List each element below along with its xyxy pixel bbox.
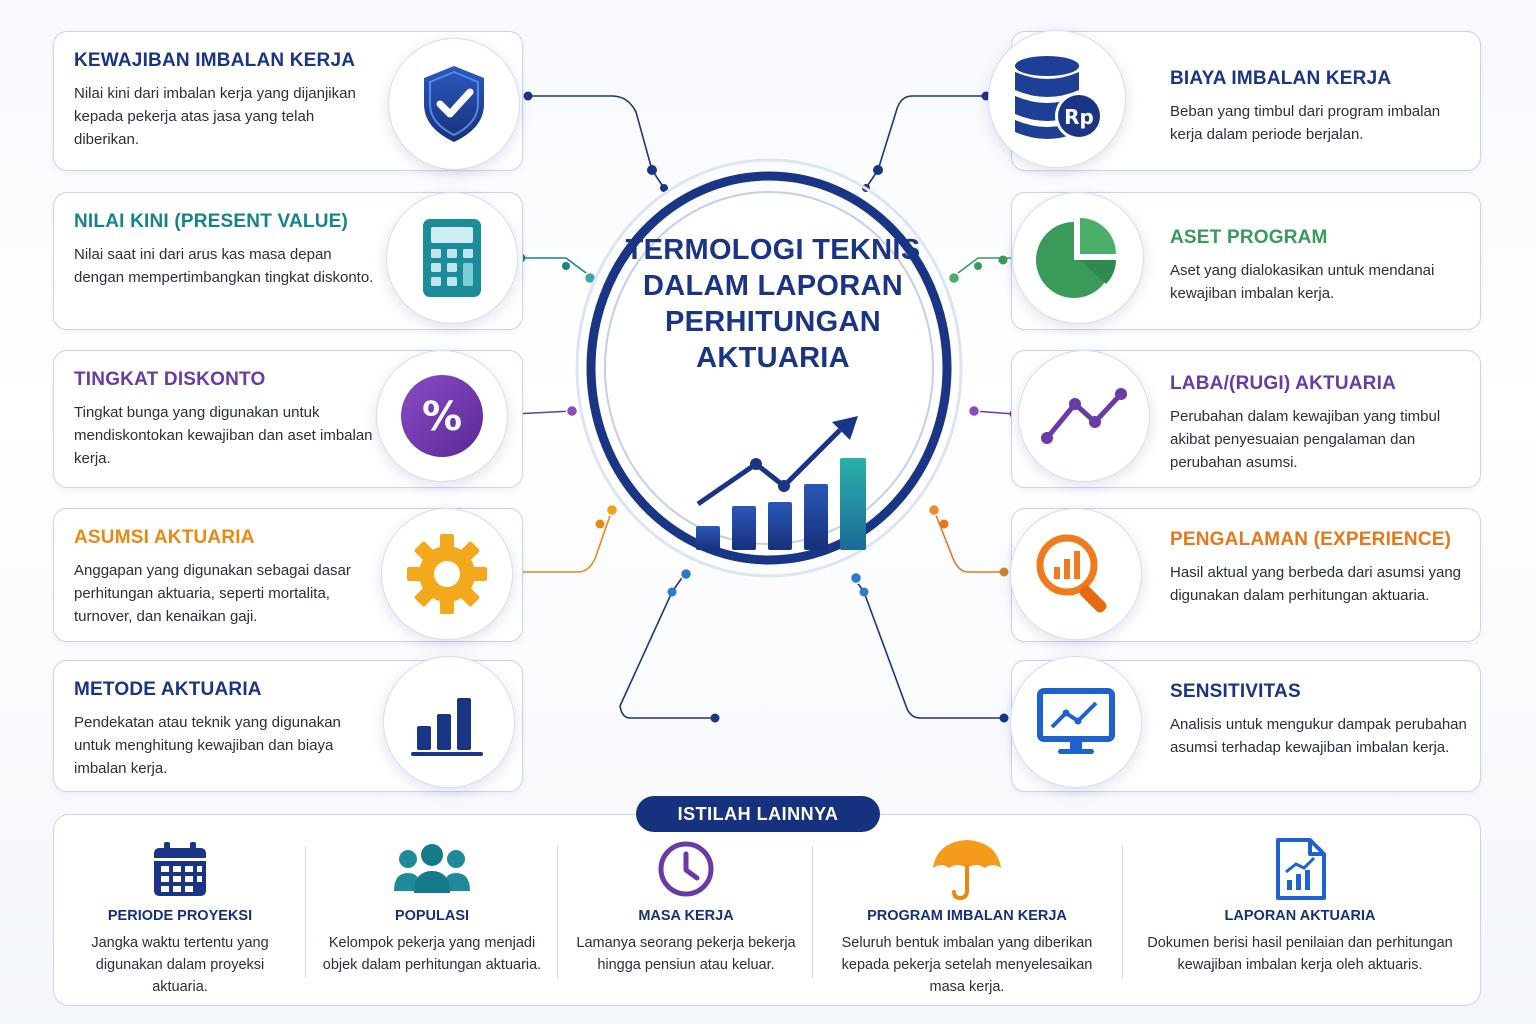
shield-check-icon — [388, 38, 520, 170]
card-desc: Nilai saat ini dari arus kas masa depan … — [74, 246, 374, 286]
card-title: PENGALAMAN (EXPERIENCE) — [1170, 529, 1452, 550]
term-masa-kerja: MASA KERJA Lamanya seorang pekerja beker… — [572, 838, 800, 976]
term-title: PERIODE PROYEKSI — [107, 908, 253, 924]
term-desc: Kelompok pekerja yang menjadi objek dala… — [322, 935, 542, 973]
card-desc: Analisis untuk mengukur dampak perubahan… — [1170, 716, 1467, 756]
calendar-icon — [154, 842, 206, 896]
term-desc: Dokumen berisi hasil penilaian dan perhi… — [1147, 935, 1453, 973]
card-desc: Beban yang timbul dari program imbalan k… — [1170, 103, 1441, 143]
card-desc: Tingkat bunga yang digunakan untuk mendi… — [74, 404, 373, 467]
card-title: ASUMSI AKTUARIA — [74, 527, 255, 548]
term-desc: Seluruh bentuk imbalan yang diberikan ke… — [841, 935, 1093, 995]
center-ring — [575, 158, 963, 578]
gear-icon — [381, 508, 513, 640]
divider — [812, 846, 813, 978]
line-chart-icon — [1018, 350, 1150, 482]
card-desc: Perubahan dalam kewajiban yang timbul ak… — [1170, 408, 1441, 471]
umbrella-icon — [933, 840, 1001, 900]
card-title: SENSITIVITAS — [1170, 681, 1301, 702]
main-title: TERMOLOGI TEKNIS DALAM LAPORAN PERHITUNG… — [625, 234, 921, 374]
card-title: ASET PROGRAM — [1170, 227, 1328, 248]
clock-icon — [658, 841, 714, 897]
card-title: LABA/(RUGI) AKTUARIA — [1170, 373, 1396, 394]
card-desc: Anggapan yang digunakan sebagai dasar pe… — [74, 562, 351, 625]
term-laporan-aktuaria: LAPORAN AKTUARIA Dokumen berisi hasil pe… — [1140, 838, 1460, 976]
term-title: POPULASI — [394, 908, 470, 924]
card-desc: Pendekatan atau teknik yang digunakan un… — [74, 714, 341, 777]
pie-chart-icon — [1012, 192, 1144, 324]
term-populasi: POPULASI Kelompok pekerja yang menjadi o… — [318, 838, 546, 976]
svg-text:%: % — [422, 394, 462, 440]
term-title: PROGRAM IMBALAN KERJA — [867, 908, 1067, 924]
divider — [557, 846, 558, 978]
card-title: KEWAJIBAN IMBALAN KERJA — [74, 50, 356, 71]
calculator-icon — [386, 192, 518, 324]
report-icon — [1276, 838, 1326, 900]
other-terms-panel — [53, 814, 1481, 1006]
magnifier-chart-icon — [1010, 508, 1142, 640]
divider — [305, 846, 306, 978]
divider — [1122, 846, 1123, 978]
term-periode-proyeksi: PERIODE PROYEKSI Jangka waktu tertentu y… — [66, 838, 294, 998]
bar-chart-icon — [383, 656, 515, 788]
database-rupiah-icon: Rp — [988, 30, 1126, 168]
monitor-chart-icon — [1010, 656, 1142, 788]
term-desc: Lamanya seorang pekerja bekerja hingga p… — [576, 935, 796, 973]
card-title: NILAI KINI (PRESENT VALUE) — [74, 211, 349, 232]
term-desc: Jangka waktu tertentu yang digunakan dal… — [91, 935, 269, 995]
card-desc: Aset yang dialokasikan untuk mendanai ke… — [1170, 262, 1435, 302]
percent-icon: % — [376, 350, 508, 482]
card-title: METODE AKTUARIA — [74, 679, 262, 700]
other-terms-label: ISTILAH LAINNYA — [636, 796, 880, 832]
growth-chart-icon — [696, 416, 866, 550]
card-desc: Nilai kini dari imbalan kerja yang dijan… — [74, 85, 356, 148]
card-title: TINGKAT DISKONTO — [74, 369, 266, 390]
card-desc: Hasil aktual yang berbeda dari asumsi ya… — [1170, 564, 1461, 604]
term-title: MASA KERJA — [638, 908, 734, 924]
term-title: LAPORAN AKTUARIA — [1224, 908, 1376, 924]
term-program-imbalan-kerja: PROGRAM IMBALAN KERJA Seluruh bentuk imb… — [826, 838, 1108, 998]
people-icon — [394, 844, 470, 893]
rupiah-symbol: Rp — [1064, 105, 1094, 129]
card-title: BIAYA IMBALAN KERJA — [1170, 68, 1392, 89]
